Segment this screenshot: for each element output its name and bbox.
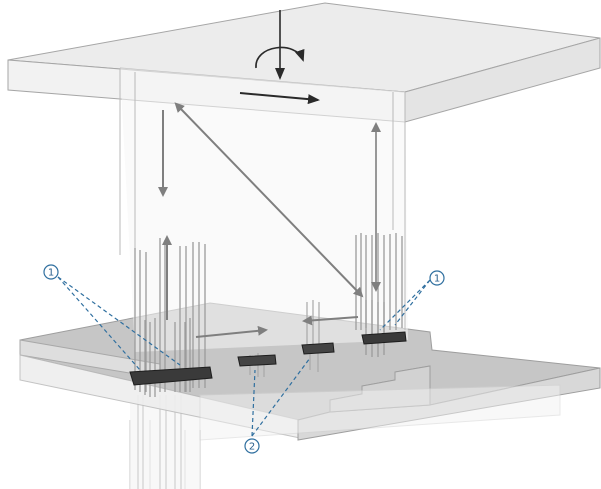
connector-mid-left	[237, 354, 277, 367]
moment-curved-arrow-icon	[255, 46, 305, 69]
connector-left	[129, 366, 213, 386]
force-arrows	[158, 10, 381, 338]
callout-2-label: 2	[249, 442, 255, 453]
callout-1-right-label: 1	[434, 274, 440, 285]
connector-right	[361, 331, 407, 345]
callout-2: 2	[244, 438, 260, 454]
slab-right-arrow-icon	[195, 325, 268, 338]
connector-mid-right	[301, 342, 335, 355]
diagonal-double-arrow-icon	[174, 102, 364, 298]
top-horizontal-force-icon	[239, 92, 320, 105]
callout-1-right: 1	[429, 270, 445, 286]
connectors	[129, 331, 407, 386]
slab-left-arrow-icon	[302, 315, 359, 326]
callout-leaders	[57, 276, 431, 437]
callout-1-left: 1	[43, 264, 59, 280]
callout-1-left-label: 1	[48, 268, 54, 279]
